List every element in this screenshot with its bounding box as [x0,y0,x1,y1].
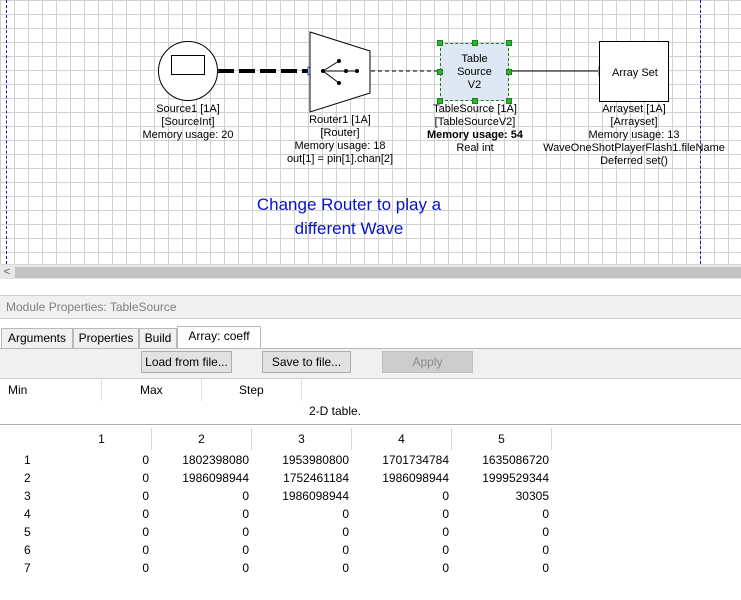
grid-cell[interactable]: 0 [52,559,152,577]
grid-cell[interactable]: 0 [252,505,352,523]
grid-cell[interactable]: 0 [352,559,452,577]
tablesource-title-line: Source [441,66,508,79]
grid-cell[interactable]: 0 [52,451,152,469]
grid-cell[interactable]: 0 [452,541,552,559]
properties-title: Module Properties: TableSource [0,295,741,319]
selection-handle[interactable] [506,69,512,75]
arrayset-block[interactable]: Array Set [599,41,669,102]
grid-cell[interactable]: 0 [452,523,552,541]
arrayset-label: Arrayset [1A] [Arrayset] Memory usage: 1… [540,103,728,168]
save-to-file-button[interactable]: Save to file... [262,351,351,373]
grid-cell[interactable]: 0 [152,541,252,559]
grid-cell[interactable]: 0 [52,469,152,487]
selection-handle[interactable] [437,40,443,46]
horizontal-scrollbar[interactable]: < [0,264,741,279]
column-header: 2 [152,428,252,450]
grid-cell[interactable]: 0 [152,505,252,523]
apply-button[interactable]: Apply [382,351,473,373]
row-header: 6 [0,541,52,559]
row-header: 5 [0,523,52,541]
diagram-canvas[interactable]: Source1 [1A] [SourceInt] Memory usage: 2… [0,0,741,264]
tablesource-block[interactable]: Table Source V2 [440,43,509,101]
grid-cell[interactable]: 1752461184 [252,469,352,487]
row-header: 7 [0,559,52,577]
row-header: 2 [0,469,52,487]
selection-handle[interactable] [437,69,443,75]
param-separator [301,379,302,401]
tab-array-coeff[interactable]: Array: coeff [177,326,261,348]
grid-cell[interactable]: 1986098944 [152,469,252,487]
comment-text[interactable]: Change Router to play a different Wave [239,193,459,241]
grid-cell[interactable]: 0 [52,505,152,523]
grid-cell[interactable]: 0 [52,487,152,505]
grid-cell[interactable]: 0 [352,487,452,505]
grid-cell[interactable]: 1802398080 [152,451,252,469]
grid-cell[interactable]: 1953980800 [252,451,352,469]
grid-cell[interactable]: 0 [452,505,552,523]
table-description: 2-D table. [0,404,670,418]
selection-handle[interactable] [472,40,478,46]
grid-cell[interactable]: 1635086720 [452,451,552,469]
grid-cell[interactable]: 1701734784 [352,451,452,469]
column-header: 1 [52,428,152,450]
row-header: 4 [0,505,52,523]
panel-splitter[interactable] [0,279,741,295]
column-header: 3 [252,428,352,450]
tab-build[interactable]: Build [139,328,177,348]
router-block[interactable] [309,31,371,113]
grid-cell[interactable]: 30305 [452,487,552,505]
grid-cell[interactable]: 0 [52,541,152,559]
grid-cell[interactable]: 0 [252,523,352,541]
grid-cell[interactable]: 0 [352,505,452,523]
router-label: Router1 [1A] [Router] Memory usage: 18 o… [275,114,405,166]
column-header: 5 [452,428,552,450]
grid-cell[interactable]: 1999529344 [452,469,552,487]
grid-cell[interactable]: 0 [152,559,252,577]
param-max-label: Max [140,383,163,397]
tablesource-label: TableSource [1A] [TableSourceV2] Memory … [415,103,535,155]
param-step-label: Step [239,383,264,397]
grid-cell[interactable]: 1986098944 [252,487,352,505]
column-header: 4 [352,428,452,450]
grid-cell[interactable]: 0 [352,523,452,541]
load-from-file-button[interactable]: Load from file... [141,351,232,373]
row-header: 3 [0,487,52,505]
tab-arguments[interactable]: Arguments [1,328,73,348]
grid-cell[interactable]: 0 [152,487,252,505]
grid-cell[interactable]: 0 [352,541,452,559]
scroll-left-arrow-icon[interactable]: < [0,265,14,280]
grid-cell[interactable]: 0 [252,541,352,559]
grid-cell[interactable]: 1986098944 [352,469,452,487]
param-separator [201,379,202,401]
selection-handle[interactable] [506,40,512,46]
tab-properties[interactable]: Properties [73,328,139,348]
param-separator [101,379,102,401]
row-header: 1 [0,451,52,469]
array-params: Min Max Step 2-D table. [0,378,741,424]
grid-cell[interactable]: 0 [152,523,252,541]
grid-cell[interactable]: 0 [52,523,152,541]
source-label: Source1 [1A] [SourceInt] Memory usage: 2… [138,103,238,142]
grid-cell[interactable]: 0 [252,559,352,577]
param-min-label: Min [8,383,27,397]
scrollbar-thumb[interactable] [15,267,741,278]
source-block[interactable] [158,41,218,101]
tablesource-title-line: Table [441,53,508,66]
arrayset-title: Array Set [612,67,658,79]
tablesource-title-line: V2 [441,79,508,92]
grid-cell[interactable]: 0 [452,559,552,577]
source-icon [171,55,205,75]
